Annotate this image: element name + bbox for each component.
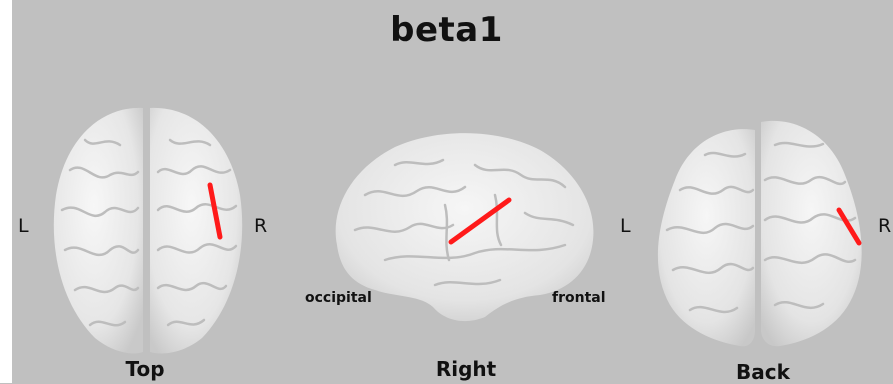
- top-right-side-label: R: [254, 215, 267, 237]
- back-right-side-label: R: [878, 215, 891, 237]
- frontal-label: frontal: [552, 290, 606, 306]
- left-margin-strip: [0, 0, 12, 383]
- top-left-side-label: L: [18, 215, 29, 237]
- right-view-label: Right: [436, 357, 496, 381]
- top-left-hemisphere: [54, 108, 143, 354]
- back-left-side-label: L: [620, 215, 631, 237]
- back-view-label: Back: [736, 360, 790, 384]
- back-view-brain: [645, 110, 875, 360]
- back-right-hemisphere: [761, 121, 862, 346]
- figure-title: beta1: [0, 10, 893, 50]
- top-view-label: Top: [125, 357, 164, 381]
- back-left-hemisphere: [658, 129, 755, 346]
- occipital-label: occipital: [305, 290, 372, 306]
- top-right-hemisphere: [150, 108, 242, 354]
- top-view-brain: [40, 100, 260, 360]
